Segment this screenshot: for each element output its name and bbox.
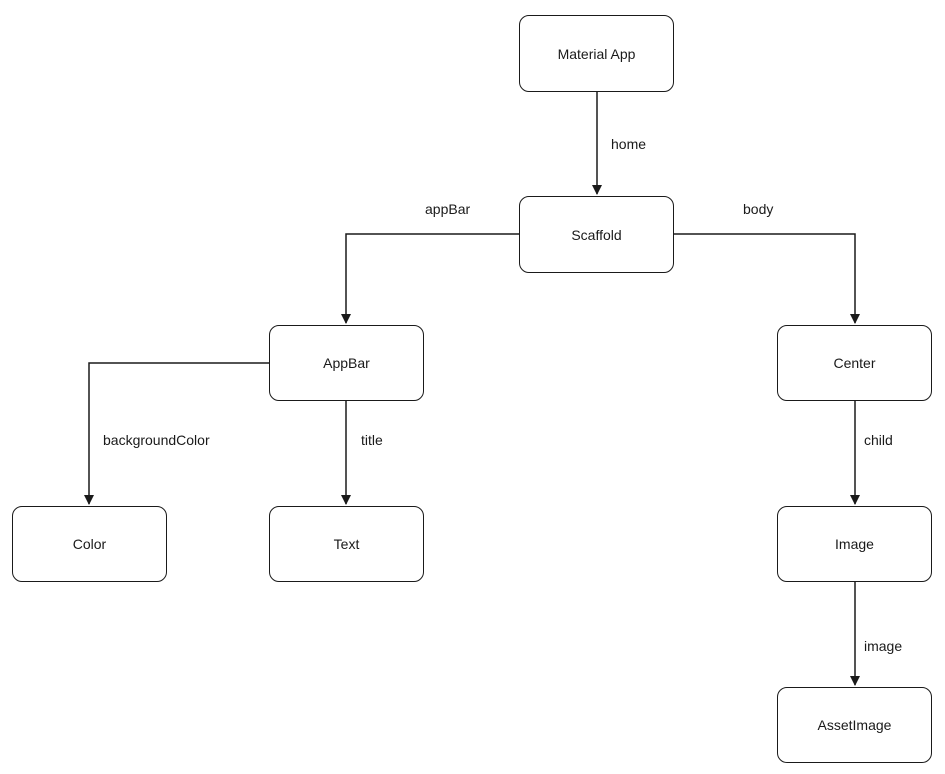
node-label: Color [72, 536, 107, 552]
node-image: Image [777, 506, 932, 582]
node-label: Text [333, 536, 360, 552]
node-label: Image [835, 536, 874, 552]
edge-label-background-color: backgroundColor [103, 432, 210, 448]
edge-label-home: home [611, 136, 647, 152]
node-material-app: Material App [519, 15, 674, 92]
node-color: Color [12, 506, 167, 582]
node-appbar: AppBar [269, 325, 424, 401]
node-scaffold: Scaffold [519, 196, 674, 273]
node-label: Center [833, 355, 876, 371]
edge-body [674, 233, 860, 324]
edge-background-color [84, 362, 269, 505]
node-text: Text [269, 506, 424, 582]
node-asset-image: AssetImage [777, 687, 932, 763]
edge-label-title: title [361, 432, 383, 448]
edge-label-appbar: appBar [425, 201, 471, 217]
edge-label-child: child [864, 432, 893, 448]
node-label: AssetImage [817, 717, 892, 733]
edge-label-image: image [864, 638, 903, 654]
node-center: Center [777, 325, 932, 401]
node-label: Scaffold [571, 226, 622, 243]
edge-label-body: body [743, 201, 774, 217]
node-label: AppBar [323, 355, 370, 371]
edge-appbar [341, 233, 519, 324]
node-label: Material App [557, 45, 636, 62]
